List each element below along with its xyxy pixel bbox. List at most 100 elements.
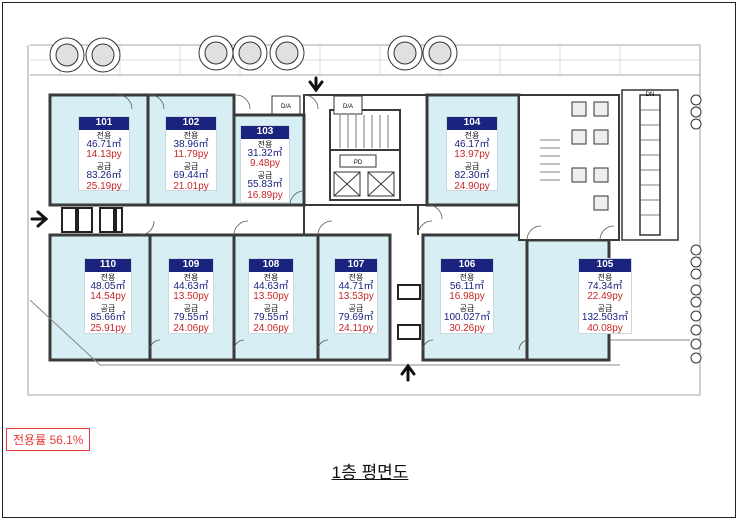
supply-py: 25.91py xyxy=(90,322,126,334)
exclusive-m2: 44.63㎡ xyxy=(173,280,209,292)
exclusive-label: 전용 xyxy=(96,130,112,140)
exclusive-m2: 44.63㎡ xyxy=(253,280,289,292)
supply-m2: 83.26㎡ xyxy=(86,170,122,182)
unit-card-103[interactable]: 103 전용 31.32㎡ 9.48py 공급 55.83㎡ 16.89py xyxy=(240,125,290,203)
supply-py: 24.90py xyxy=(454,180,490,192)
supply-m2: 82.30㎡ xyxy=(454,170,490,182)
supply-label: 공급 xyxy=(459,303,475,313)
exclusive-label: 전용 xyxy=(464,130,480,140)
exclusive-label: 전용 xyxy=(459,272,475,282)
exclusive-label: 전용 xyxy=(257,139,273,149)
stairs-icon xyxy=(621,89,679,241)
exclusive-ratio-badge: 전용률 56.1% xyxy=(6,428,91,451)
exclusive-py: 14.54py xyxy=(90,291,126,303)
angled-wall xyxy=(29,299,690,366)
exclusive-m2: 46.17㎡ xyxy=(454,138,490,150)
exclusive-py: 22.49py xyxy=(587,291,623,303)
unit-card-110[interactable]: 110 전용 48.05㎡ 14.54py 공급 85.66㎡ 25.91py xyxy=(84,258,132,334)
unit-number: 107 xyxy=(335,259,377,272)
unit-card-101[interactable]: 101 전용 46.71㎡ 14.13py 공급 83.26㎡ 25.19py xyxy=(78,116,130,191)
exclusive-label: 전용 xyxy=(183,130,199,140)
exclusive-py: 11.79py xyxy=(173,149,209,161)
exclusive-label: 전용 xyxy=(183,272,199,282)
supply-label: 공급 xyxy=(597,303,613,313)
supply-m2: 132.503㎡ xyxy=(581,312,629,324)
unit-card-106[interactable]: 106 전용 56.11㎡ 16.98py 공급 100.027㎡ 30.26p… xyxy=(440,258,494,334)
supply-py: 30.26py xyxy=(449,322,485,334)
supply-m2: 100.027㎡ xyxy=(443,312,491,324)
supply-label: 공급 xyxy=(96,161,112,171)
unit-number: 104 xyxy=(447,117,497,130)
supply-label: 공급 xyxy=(100,303,116,313)
page-title-text: 1층 평면도 xyxy=(331,463,409,482)
supply-label: 공급 xyxy=(183,303,199,313)
exclusive-m2: 44.71㎡ xyxy=(338,280,374,292)
supply-label: 공급 xyxy=(183,161,199,171)
supply-py: 21.01py xyxy=(173,180,209,192)
unit-card-104[interactable]: 104 전용 46.17㎡ 13.97py 공급 82.30㎡ 24.90py xyxy=(446,116,498,191)
supply-py: 16.89py xyxy=(247,189,283,201)
supply-label: 공급 xyxy=(257,170,273,180)
exclusive-m2: 48.05㎡ xyxy=(90,280,126,292)
exclusive-py: 16.98py xyxy=(449,291,485,303)
unit-card-109[interactable]: 109 전용 44.63㎡ 13.50py 공급 79.55㎡ 24.06py xyxy=(168,258,214,334)
bollard-row xyxy=(690,94,702,364)
exclusive-py: 9.48py xyxy=(249,158,281,170)
supply-m2: 79.55㎡ xyxy=(253,312,289,324)
unit-card-107[interactable]: 107 전용 44.71㎡ 13.53py 공급 79.69㎡ 24.11py xyxy=(334,258,378,334)
exclusive-m2: 38.96㎡ xyxy=(173,138,209,150)
da-shafts xyxy=(271,95,363,115)
supply-py: 25.19py xyxy=(86,180,122,192)
exclusive-m2: 31.32㎡ xyxy=(247,147,283,159)
page-title: 1층 평면도 xyxy=(0,458,740,483)
exclusive-m2: 56.11㎡ xyxy=(449,280,485,292)
da-label-2: D/A xyxy=(343,104,353,110)
exclusive-py: 13.53py xyxy=(338,291,374,303)
supply-m2: 55.83㎡ xyxy=(247,179,283,191)
stairs-icon xyxy=(339,115,389,148)
tree-icon xyxy=(49,35,458,73)
exclusive-m2: 46.71㎡ xyxy=(86,138,122,150)
elevator-icon xyxy=(333,171,395,197)
supply-py: 24.11py xyxy=(338,322,374,334)
exclusive-label: 전용 xyxy=(597,272,613,282)
unit-number: 108 xyxy=(249,259,293,272)
exclusive-m2: 74.34㎡ xyxy=(587,280,623,292)
supply-m2: 79.55㎡ xyxy=(173,312,209,324)
da-label-1: D/A xyxy=(281,104,291,110)
exclusive-py: 14.13py xyxy=(86,149,122,161)
supply-py: 24.06py xyxy=(253,322,289,334)
supply-m2: 85.66㎡ xyxy=(90,312,126,324)
stairs-icon xyxy=(540,139,560,181)
floor-plan: PD PD D/A D/A DN xyxy=(27,35,702,396)
dn-label: DN xyxy=(646,92,655,98)
unit-number: 106 xyxy=(441,259,493,272)
unit-card-102[interactable]: 102 전용 38.96㎡ 11.79py 공급 69.44㎡ 21.01py xyxy=(165,116,217,191)
toilet-icon xyxy=(571,101,609,211)
unit-number: 110 xyxy=(85,259,131,272)
exclusive-py: 13.97py xyxy=(454,149,490,161)
supply-label: 공급 xyxy=(348,303,364,313)
entrance-arrow-icon xyxy=(30,76,416,382)
unit-number: 105 xyxy=(579,259,631,272)
exclusive-label: 전용 xyxy=(263,272,279,282)
site-boundary xyxy=(27,44,701,396)
exclusive-py: 13.50py xyxy=(253,291,289,303)
unit-card-108[interactable]: 108 전용 44.63㎡ 13.50py 공급 79.55㎡ 24.06py xyxy=(248,258,294,334)
pd-label-1: PD xyxy=(354,160,363,166)
exclusive-py: 13.50py xyxy=(173,291,209,303)
supply-label: 공급 xyxy=(263,303,279,313)
glass-doors xyxy=(61,207,421,340)
unit-number: 101 xyxy=(79,117,129,130)
stair-treads xyxy=(640,109,660,216)
exclusive-label: 전용 xyxy=(100,272,116,282)
supply-label: 공급 xyxy=(464,161,480,171)
unit-number: 109 xyxy=(169,259,213,272)
core xyxy=(303,94,428,235)
supply-m2: 69.44㎡ xyxy=(173,170,209,182)
unit-card-105[interactable]: 105 전용 74.34㎡ 22.49py 공급 132.503㎡ 40.08p… xyxy=(578,258,632,334)
exclusive-label: 전용 xyxy=(348,272,364,282)
supply-py: 24.06py xyxy=(173,322,209,334)
supply-m2: 79.69㎡ xyxy=(338,312,374,324)
supply-py: 40.08py xyxy=(587,322,623,334)
